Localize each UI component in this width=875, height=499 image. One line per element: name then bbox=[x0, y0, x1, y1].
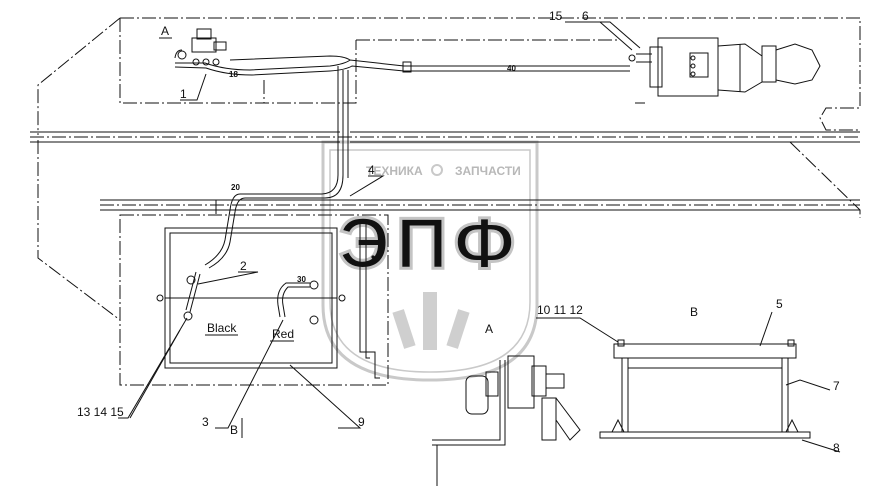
section-view-b bbox=[599, 339, 811, 439]
callout-7: 7 bbox=[833, 379, 840, 393]
terminal-post-top-right bbox=[309, 280, 319, 290]
callout-1: 1 bbox=[180, 87, 187, 101]
callout-13-14-15: 13 14 15 bbox=[77, 405, 124, 419]
battery-terminals bbox=[183, 275, 319, 325]
wire-mark-40: 40 bbox=[507, 64, 516, 73]
callout-2: 2 bbox=[240, 259, 247, 273]
terminal-label-red: Red bbox=[272, 327, 294, 341]
leader-lines bbox=[118, 21, 841, 453]
callout-6: 6 bbox=[582, 9, 589, 23]
watermark-left-word: ТЕХНИКА bbox=[366, 164, 423, 178]
mount-bolt-left bbox=[156, 294, 164, 302]
battery-switch bbox=[177, 28, 227, 66]
callout-8: 8 bbox=[833, 441, 840, 455]
callout-5: 5 bbox=[776, 297, 783, 311]
callout-3: 3 bbox=[202, 415, 209, 429]
watermark-right-word: ЗАПЧАСТИ bbox=[455, 164, 521, 178]
detail-view-a bbox=[432, 355, 581, 486]
terminal-post-red bbox=[309, 315, 319, 325]
callout-4: 4 bbox=[368, 163, 375, 177]
watermark-wheat-icon bbox=[392, 292, 470, 350]
view-label-a-detail: A bbox=[485, 322, 493, 336]
cable-clip-1 bbox=[402, 61, 412, 73]
terminal-post-black bbox=[183, 311, 193, 321]
view-label-b: B bbox=[690, 305, 698, 319]
wire-mark-30: 30 bbox=[297, 275, 306, 284]
cables bbox=[174, 49, 630, 318]
terminal-label-black: Black bbox=[207, 321, 237, 335]
frame-rails bbox=[30, 131, 860, 211]
callout-9: 9 bbox=[358, 415, 365, 429]
wire-mark-20: 20 bbox=[231, 183, 240, 192]
watermark-logo-letters: ЭПФ bbox=[339, 204, 521, 284]
view-label-b-section: B bbox=[230, 423, 238, 437]
watermark: ЭПФ ТЕХНИКА ЗАПЧАСТИ bbox=[321, 140, 539, 382]
watermark-gear-icon bbox=[431, 164, 443, 176]
callout-15: 15 bbox=[549, 9, 563, 23]
callout-10-11-12: 10 11 12 bbox=[537, 303, 583, 317]
terminal-post-top-left bbox=[186, 275, 196, 285]
wire-mark-18: 18 bbox=[229, 70, 238, 79]
battery-compartment bbox=[119, 200, 389, 386]
view-label-a-top: A bbox=[161, 24, 169, 38]
starter-motor bbox=[628, 37, 821, 97]
mount-bolt-right bbox=[338, 294, 346, 302]
